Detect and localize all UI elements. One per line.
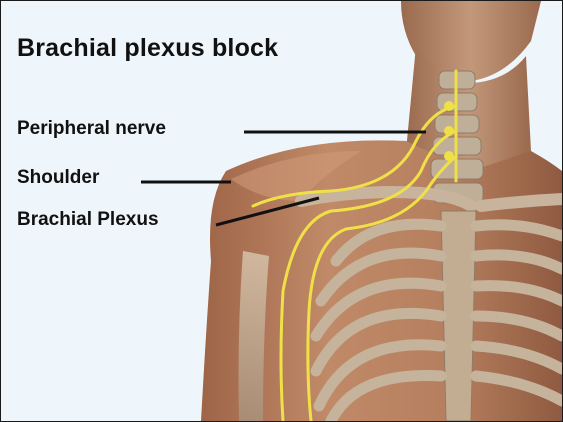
label-brachial-plexus: Brachial Plexus <box>17 209 159 231</box>
diagram-title: Brachial plexus block <box>17 34 278 63</box>
label-shoulder: Shoulder <box>17 167 99 189</box>
label-peripheral-nerve: Peripheral nerve <box>17 118 166 140</box>
clavicle-right <box>481 199 562 206</box>
